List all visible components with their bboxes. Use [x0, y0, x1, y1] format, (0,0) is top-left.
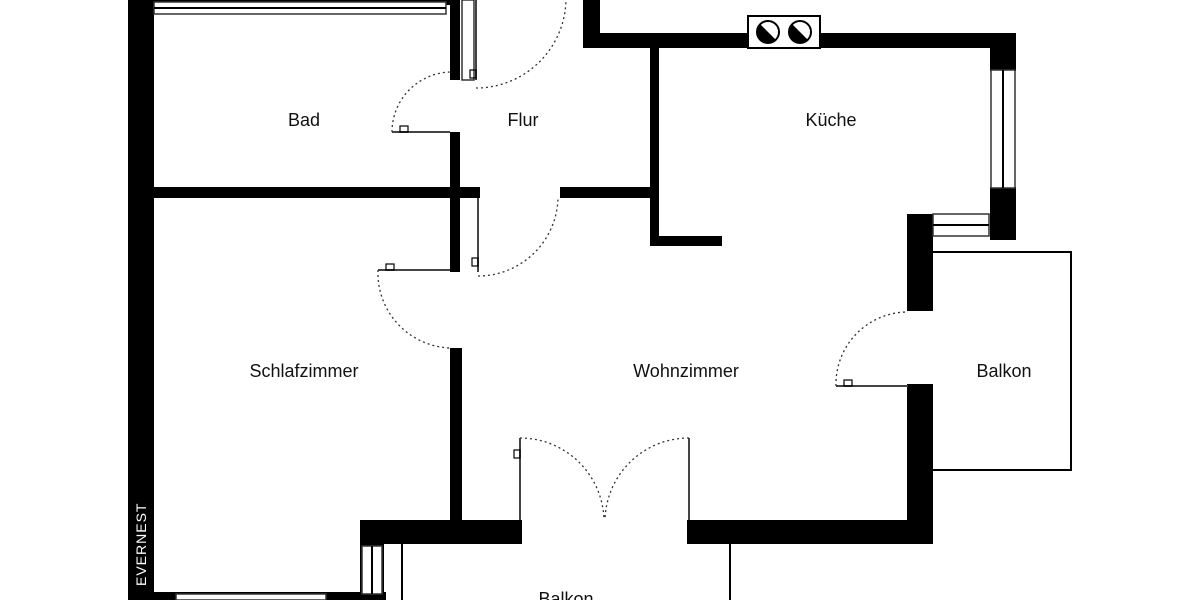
door-flur-wohnzimmer	[471, 197, 559, 277]
balkon-east-outline	[933, 251, 1072, 471]
door-flur-entrance	[469, 0, 567, 89]
room-label-balkon-south: Balkon	[538, 589, 593, 600]
balconies	[401, 251, 1072, 600]
walls	[128, 0, 1016, 600]
door-bad	[391, 71, 451, 133]
balkon-south-outline	[401, 544, 731, 600]
room-label-schlafzimmer: Schlafzimmer	[249, 361, 358, 381]
ventilation-units	[747, 15, 821, 49]
door-schlafzimmer	[377, 263, 451, 349]
room-labels: Bad Flur Küche Schlafzimmer Wohnzimmer B…	[249, 110, 1031, 600]
door-balkon-south	[513, 437, 690, 521]
windows	[153, 0, 1016, 600]
room-label-balkon-east: Balkon	[976, 361, 1031, 381]
door-balkon-east	[835, 311, 909, 387]
room-label-kueche: Küche	[805, 110, 856, 130]
doors	[377, 0, 909, 521]
watermark-evernest: EVERNEST	[133, 503, 149, 586]
room-label-wohnzimmer: Wohnzimmer	[633, 361, 739, 381]
ventilation-fan-icon	[756, 20, 780, 44]
room-label-bad: Bad	[288, 110, 320, 130]
ventilation-fan-icon	[788, 20, 812, 44]
room-label-flur: Flur	[508, 110, 539, 130]
